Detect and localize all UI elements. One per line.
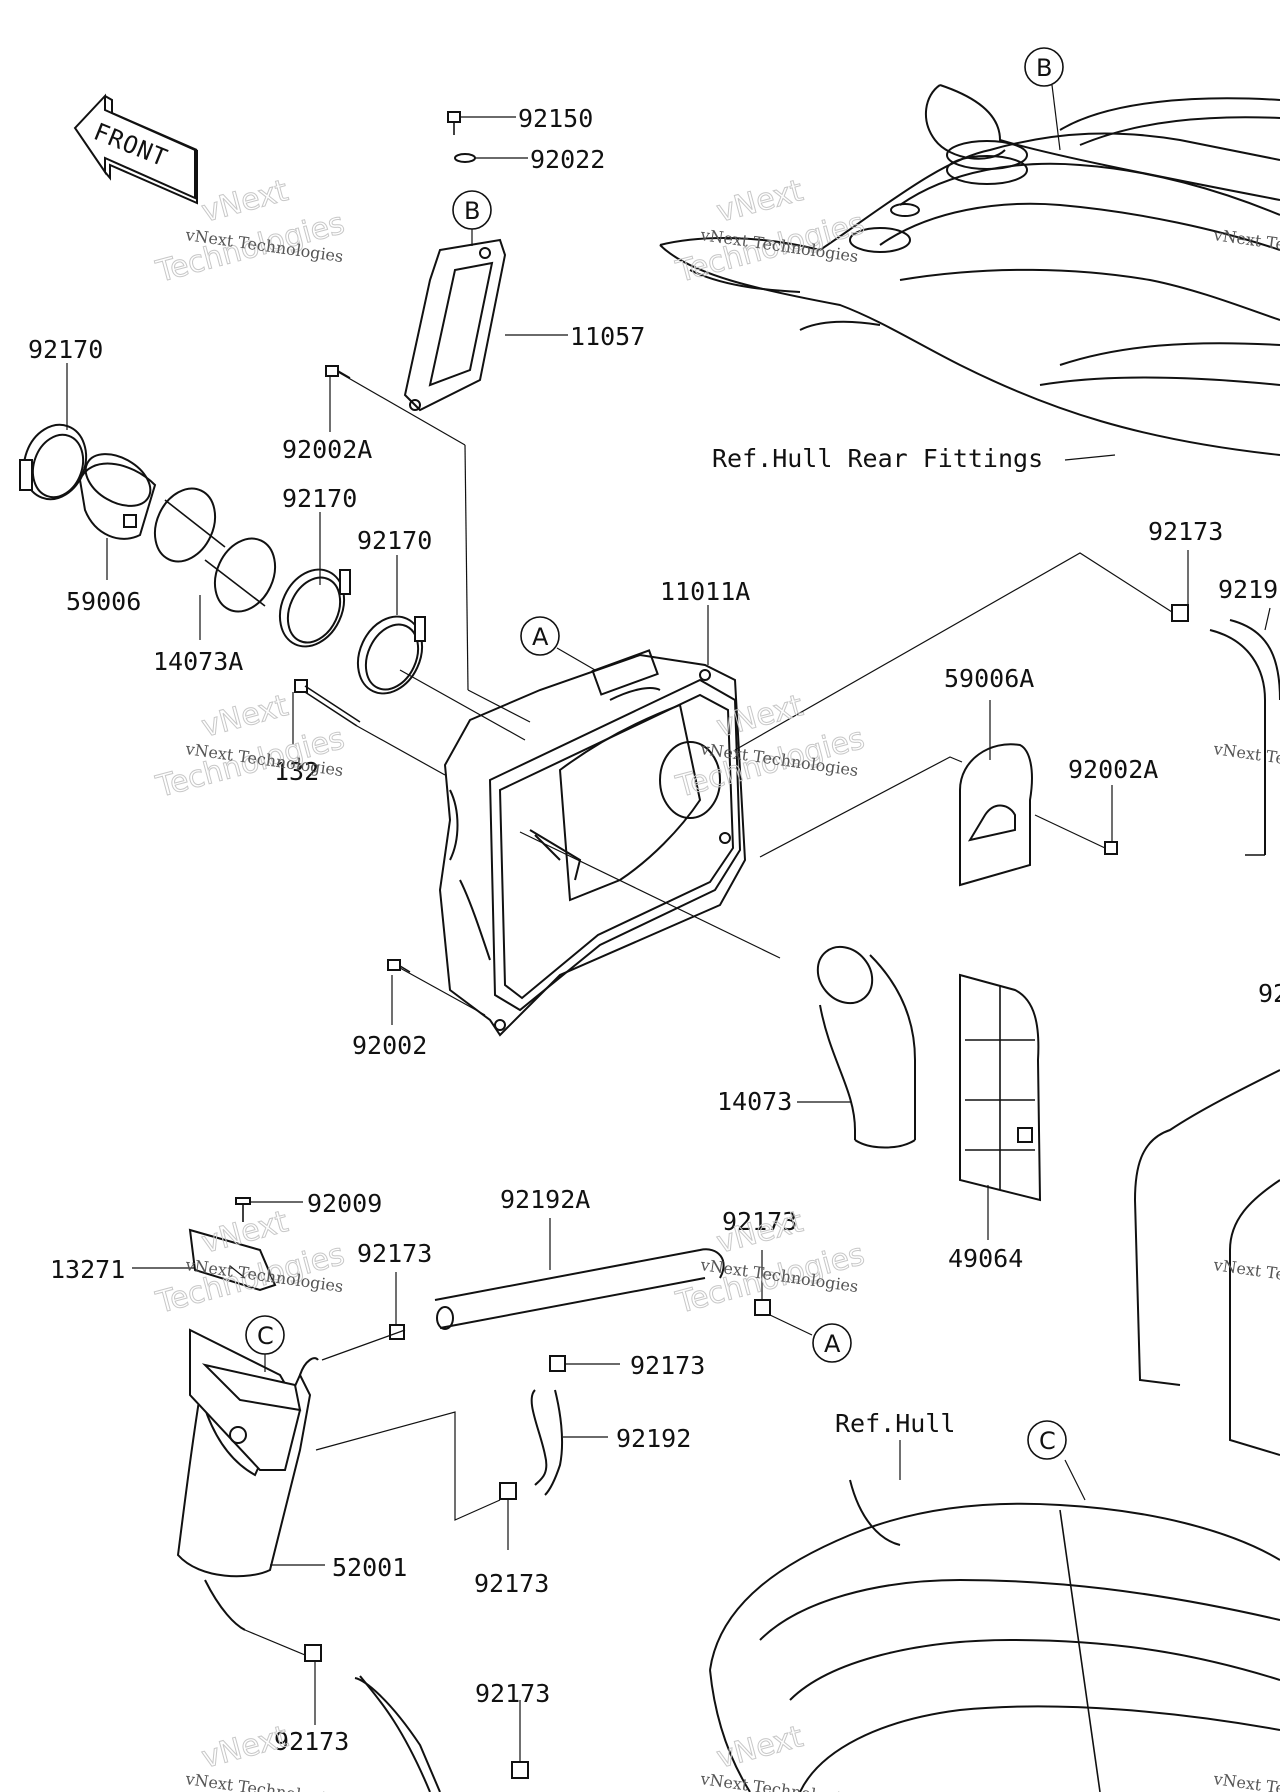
ref-A-bottom-letter: A: [824, 1330, 841, 1358]
ref-circle-C-right: C: [1027, 1420, 1067, 1460]
label-92170-b: 92170: [282, 484, 357, 513]
panel-right-edge-drawing: [1133, 1069, 1280, 1456]
watermark-9-company: vNext Technologies: [1211, 1255, 1280, 1296]
label-59006A: 59006A: [944, 664, 1034, 693]
ref-B-left-letter: B: [464, 197, 480, 225]
bolt-132-drawing: [294, 679, 361, 727]
clamp-92170-a-drawing: [19, 423, 88, 501]
watermark-12: vNext Technologies: [1211, 1769, 1280, 1792]
bolt-92002A-b-drawing: [1104, 841, 1118, 855]
label-92009: 92009: [307, 1189, 382, 1218]
label-14073: 14073: [717, 1087, 792, 1116]
watermark-3: vNext Technologies: [1211, 225, 1280, 266]
watermark-10-brand: vNext: [198, 1719, 292, 1776]
bracket-11057-drawing: [403, 238, 507, 412]
clip-92173-c-drawing: [754, 1299, 771, 1316]
ref-A-top-letter: A: [532, 623, 549, 651]
bracket-13271-drawing: [188, 1228, 277, 1292]
label-ref-hull-rear-fittings: Ref.Hull Rear Fittings: [712, 444, 1043, 473]
ref-C-right-letter: C: [1039, 1427, 1056, 1455]
washer-92022-drawing: [454, 153, 476, 163]
label-92192A: 92192A: [500, 1185, 590, 1214]
bolt-92002-drawing: [387, 959, 411, 973]
label-11057: 11057: [570, 322, 645, 351]
watermark-10-company: vNext Technologies: [183, 1769, 344, 1792]
hose-92192A-drawing: [434, 1248, 725, 1330]
watermark-4: vNext Technologies vNext Technologies: [152, 688, 349, 806]
watermark-2: vNext Technologies vNext Technologies: [672, 173, 869, 291]
watermark-9: vNext Technologies: [1211, 1255, 1280, 1296]
label-92173-c: 92173: [722, 1207, 797, 1236]
clamp-92170-c-drawing: [356, 615, 426, 695]
label-92002: 92002: [352, 1031, 427, 1060]
watermark-2-brand: vNext: [713, 173, 807, 230]
label-92150: 92150: [518, 104, 593, 133]
hose-lower-drawing: [354, 1675, 441, 1792]
label-92002A-a: 92002A: [282, 435, 372, 464]
screen-49064-drawing: [959, 973, 1042, 1202]
ref-C-left-letter: C: [257, 1322, 274, 1350]
label-92173-b: 92173: [357, 1239, 432, 1268]
watermark-12-company: vNext Technologies: [1211, 1769, 1280, 1792]
water-box-52001-drawing: [176, 1328, 319, 1631]
bolt-92150-drawing: [447, 111, 461, 135]
label-92002A-b: 92002A: [1068, 755, 1158, 784]
filter-59006A-drawing: [959, 743, 1033, 887]
watermark-6-company: vNext Technologies: [1211, 739, 1280, 780]
watermarks: vNext Technologies vNext Technologies vN…: [152, 173, 1280, 1792]
watermark-1-brand: vNext: [198, 173, 292, 230]
hull-drawing: [709, 1479, 1280, 1792]
bolt-92002A-a-drawing: [325, 365, 351, 379]
clip-92173-f-drawing: [304, 1644, 322, 1662]
duct-14073A-drawing: [153, 487, 277, 613]
label-92-edge: 92: [1258, 979, 1280, 1008]
ref-circle-B-top: B: [1024, 47, 1064, 87]
clip-92173-a-drawing: [1171, 604, 1189, 622]
label-92170-c: 92170: [357, 526, 432, 555]
screw-92009-drawing: [235, 1197, 251, 1222]
ref-B-top-letter: B: [1036, 54, 1052, 82]
watermark-4-brand: vNext: [198, 688, 292, 745]
watermark-6: vNext Technologies: [1211, 739, 1280, 780]
label-92192: 92192: [616, 1424, 691, 1453]
hose-92192-drawing: [530, 1389, 564, 1496]
clip-92173-e-drawing: [499, 1482, 517, 1500]
label-92173-a: 92173: [1148, 517, 1223, 546]
label-92170-a: 92170: [28, 335, 103, 364]
front-arrow-icon: FRONT: [73, 93, 198, 205]
clip-92173-b-drawing: [389, 1324, 405, 1340]
hull-rear-fittings-drawing: [659, 84, 1280, 456]
label-52001: 52001: [332, 1553, 407, 1582]
label-49064: 49064: [948, 1244, 1023, 1273]
watermark-11-brand: vNext: [713, 1719, 807, 1776]
label-132: 132: [274, 757, 319, 786]
watermark-7: vNext Technologies vNext Technologies: [152, 1204, 349, 1322]
watermark-11-company: vNext Technologies: [698, 1769, 859, 1792]
clamp-92170-b-drawing: [278, 568, 351, 648]
ref-circle-A-top: A: [520, 616, 560, 656]
part-labels: 92150 92022 11057 92170 92002A 92170 921…: [28, 104, 1280, 1756]
label-14073A: 14073A: [153, 647, 243, 676]
duct-14073-drawing: [816, 945, 916, 1149]
label-ref-hull: Ref.Hull: [835, 1409, 955, 1438]
watermark-3-company: vNext Technologies: [1211, 225, 1280, 266]
ref-circle-A-bottom: A: [812, 1323, 852, 1363]
filter-59006-drawing: [78, 453, 157, 540]
label-59006: 59006: [66, 587, 141, 616]
ref-circle-C-left: C: [245, 1315, 285, 1355]
label-92173-g: 92173: [475, 1679, 550, 1708]
clip-92173-g-drawing: [511, 1761, 529, 1779]
label-92173-f: 92173: [274, 1727, 349, 1756]
hose-9219-drawing: [1209, 619, 1280, 856]
label-11011A: 11011A: [660, 577, 750, 606]
clip-92173-d-drawing: [549, 1355, 566, 1372]
ref-circle-B-left: B: [452, 190, 492, 230]
air-box-11011A-drawing: [438, 649, 747, 1037]
label-92173-e: 92173: [474, 1569, 549, 1598]
label-92173-d: 92173: [630, 1351, 705, 1380]
label-92022: 92022: [530, 145, 605, 174]
label-9219: 9219: [1218, 575, 1278, 604]
label-13271: 13271: [50, 1255, 125, 1284]
